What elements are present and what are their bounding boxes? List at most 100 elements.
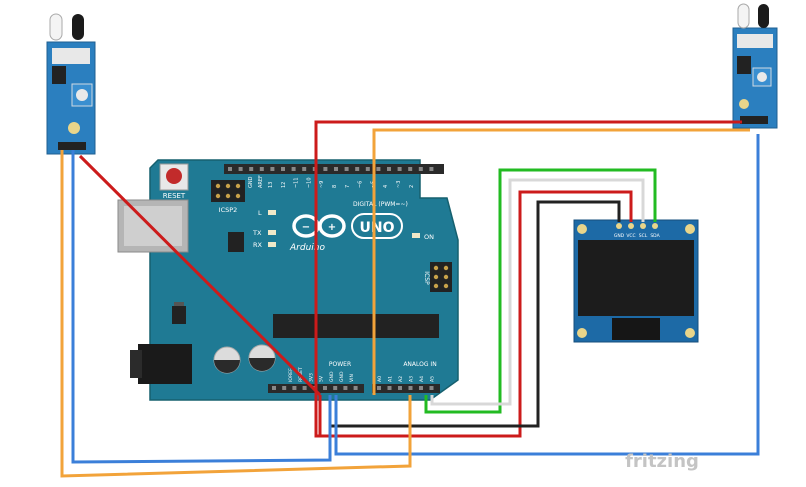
digital-pin-label: ~3 bbox=[396, 181, 402, 188]
digital-pin-hole bbox=[418, 167, 423, 171]
oled-mount-hole-br bbox=[685, 328, 695, 338]
digital-pin-hole bbox=[387, 167, 391, 171]
regulator-tab bbox=[174, 302, 184, 306]
analog-pin-hole bbox=[398, 386, 402, 390]
reset-label: RESET bbox=[163, 192, 186, 200]
led-l-label: L bbox=[258, 209, 262, 217]
mcu-chip bbox=[273, 314, 439, 338]
ir-sensor-left-chip bbox=[52, 66, 66, 84]
capacitor-2-band bbox=[249, 358, 275, 371]
ir-sensor-left bbox=[46, 13, 96, 155]
analog-pin-label: A1 bbox=[388, 376, 394, 382]
led-tx-label: TX bbox=[252, 229, 262, 237]
oled-pin-header bbox=[616, 223, 658, 229]
power-pin-hole bbox=[272, 386, 276, 390]
oled-ribbon bbox=[612, 318, 660, 340]
led-rx-label: RX bbox=[253, 241, 263, 249]
on-label: ON bbox=[424, 233, 434, 241]
oled-pin bbox=[640, 223, 646, 229]
fritzing-watermark: fritzing bbox=[625, 451, 699, 472]
ir-sensor-left-receiver bbox=[72, 14, 84, 40]
power-pin-label: 3V3 bbox=[308, 373, 314, 382]
arduino-brand-label: Arduino bbox=[289, 243, 325, 253]
digital-pin-hole bbox=[344, 167, 349, 171]
digital-pin-hole bbox=[334, 167, 338, 171]
power-pin-hole bbox=[282, 386, 287, 390]
analog-pin-label: A5 bbox=[430, 376, 436, 382]
analog-pin-hole bbox=[429, 386, 434, 390]
oled-mount-hole-bl bbox=[577, 328, 587, 338]
power-jack bbox=[138, 344, 192, 384]
wire-blue-left-sensor-gnd bbox=[71, 150, 332, 464]
ir-sensor-right-mount-hole bbox=[739, 99, 749, 109]
ir-sensor-left-emitter bbox=[49, 13, 63, 41]
digital-pin-label: 4 bbox=[383, 185, 389, 188]
digital-pin-hole bbox=[228, 167, 232, 171]
led-l bbox=[268, 210, 276, 215]
oled-pin-label: SCL bbox=[639, 233, 648, 239]
analog-pin-hole bbox=[387, 386, 392, 390]
digital-pin-hole bbox=[249, 167, 254, 171]
analog-header bbox=[372, 384, 440, 393]
analog-pin-label: A3 bbox=[409, 376, 415, 382]
arduino-logo: − + bbox=[292, 214, 346, 238]
power-pin-hole bbox=[343, 386, 348, 390]
usb-port-inner bbox=[124, 206, 182, 246]
digital-pin-label: 7 bbox=[345, 185, 351, 188]
digital-pin-label: 13 bbox=[268, 182, 274, 188]
ir-sensor-right-label-strip bbox=[737, 34, 773, 48]
power-pin-hole bbox=[333, 386, 338, 390]
power-pin-hole bbox=[292, 386, 297, 390]
oled-mount-hole-tr bbox=[685, 224, 695, 234]
power-pin-hole bbox=[353, 386, 358, 390]
regulator bbox=[172, 306, 186, 324]
digital-pin-label: 8 bbox=[332, 185, 338, 188]
capacitor-1-band bbox=[214, 360, 240, 373]
analog-label: ANALOG IN bbox=[403, 361, 436, 368]
digital-pin-hole bbox=[238, 167, 243, 171]
digital-pin-label: ~9 bbox=[319, 181, 325, 188]
digital-header bbox=[224, 164, 444, 174]
power-pin-label: GND bbox=[329, 371, 335, 382]
digital-label: DIGITAL (PWM=~) bbox=[353, 201, 408, 208]
digital-pin-hole bbox=[281, 167, 285, 171]
analog-pin-hole bbox=[408, 386, 413, 390]
uno-badge bbox=[351, 213, 403, 239]
digital-pin-hole bbox=[429, 167, 434, 171]
power-pin-hole bbox=[302, 386, 307, 390]
ir-sensor-right-pin-header bbox=[740, 116, 768, 124]
analog-pin-holes bbox=[377, 386, 434, 390]
icsp-header bbox=[430, 262, 452, 292]
digital-pin-hole bbox=[291, 167, 296, 171]
oled-screen bbox=[578, 240, 694, 316]
rx-pin-label: RX◀0 bbox=[434, 181, 440, 195]
svg-text:−: − bbox=[302, 222, 310, 233]
ir-sensor-right bbox=[732, 3, 778, 129]
wire-red-right-sensor-vcc bbox=[314, 120, 742, 438]
gnd-top-label: GND bbox=[248, 176, 254, 188]
aref-label: AREF bbox=[258, 175, 264, 188]
digital-pin-label: 2 bbox=[409, 185, 415, 188]
uno-label: UNO bbox=[360, 220, 395, 236]
wires bbox=[60, 120, 760, 478]
digital-pin-hole bbox=[302, 167, 307, 171]
digital-pin-hole bbox=[376, 167, 381, 171]
analog-pin-label: A4 bbox=[419, 376, 425, 382]
ir-sensor-right-receiver bbox=[758, 4, 769, 28]
oled-pin-label: GND bbox=[614, 233, 625, 239]
led-rx bbox=[268, 242, 276, 247]
power-pin-label: VIN bbox=[349, 374, 355, 382]
digital-pin-hole bbox=[408, 167, 413, 171]
led-on bbox=[412, 233, 420, 238]
power-jack-tip bbox=[130, 350, 142, 378]
power-pin-hole bbox=[323, 386, 327, 390]
analog-pin-hole bbox=[377, 386, 381, 390]
power-label: POWER bbox=[329, 361, 351, 368]
digital-pin-hole bbox=[259, 167, 264, 171]
wire-red-vcc bbox=[318, 190, 633, 438]
digital-pin-hole bbox=[365, 167, 370, 171]
wire-orange-left-sensor-out bbox=[60, 150, 412, 478]
